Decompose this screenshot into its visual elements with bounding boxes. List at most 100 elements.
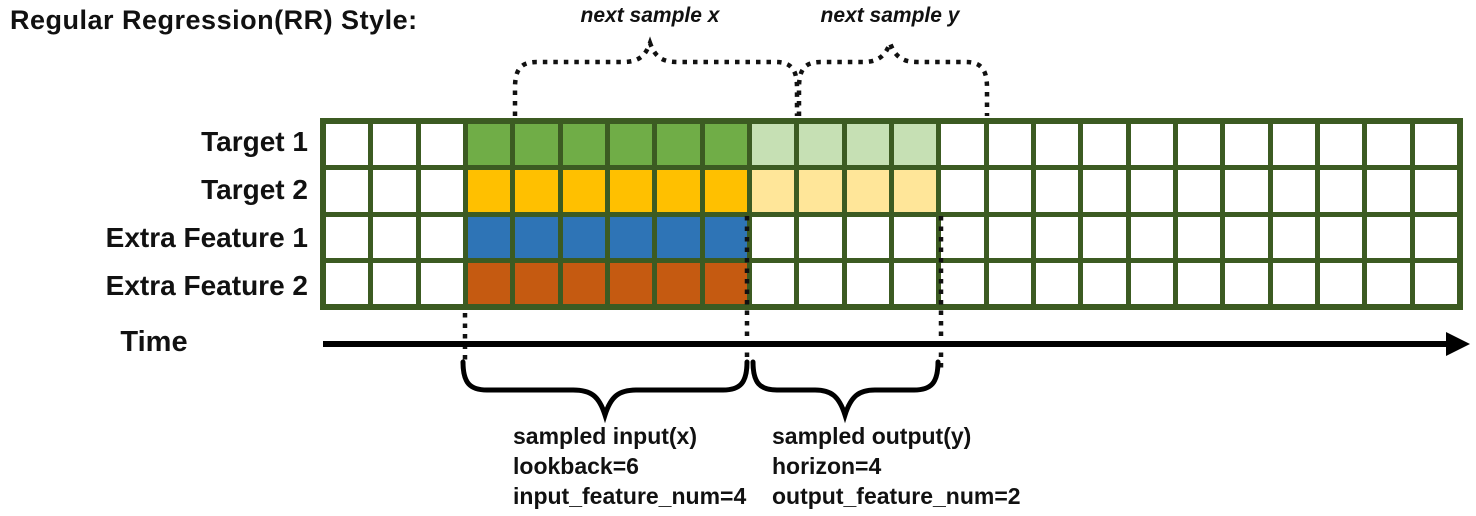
grid-cell: [846, 262, 889, 304]
sampling-grid: [320, 118, 1463, 310]
grid-cell: [846, 170, 889, 212]
grid-cell: [373, 216, 416, 258]
grid-cell: [1414, 216, 1457, 258]
grid-cell: [657, 262, 700, 304]
grid-cell: [1130, 170, 1173, 212]
next-sample-x-brace: [512, 36, 800, 116]
grid-cell: [515, 170, 558, 212]
grid-cell: [373, 170, 416, 212]
grid-cell: [988, 216, 1031, 258]
grid-cell: [704, 262, 747, 304]
grid-cell: [1414, 124, 1457, 166]
sampled-input-brace: [460, 359, 750, 424]
grid-cell: [1035, 262, 1079, 304]
grid-cell: [1177, 170, 1221, 212]
row-label-target-1: Target 1: [201, 126, 308, 157]
grid-cell: [1272, 216, 1315, 258]
grid-cell: [893, 216, 937, 258]
sampled-output-brace: [750, 359, 941, 424]
row-label-extra-feature-2: Extra Feature 2: [105, 270, 308, 301]
grid-cell: [751, 216, 795, 258]
grid-cell: [988, 170, 1031, 212]
grid-cell: [326, 170, 369, 212]
grid-cell: [326, 262, 369, 304]
grid-cell: [326, 124, 369, 166]
grid-cell: [1083, 216, 1126, 258]
grid-cell: [1367, 170, 1410, 212]
next-sample-x-label: next sample x: [580, 4, 720, 27]
sampled-output-title: sampled output(y): [772, 423, 972, 449]
sampled-output-annotation: sampled output(y) horizon=4 output_featu…: [772, 421, 1021, 511]
grid-cell: [420, 216, 463, 258]
grid-cell: [1272, 170, 1315, 212]
grid-cell: [1035, 170, 1079, 212]
grid-cell: [467, 216, 511, 258]
grid-cell: [1319, 216, 1363, 258]
grid-cell: [1177, 124, 1221, 166]
grid-cell: [1367, 262, 1410, 304]
grid-cell: [846, 216, 889, 258]
grid-cell: [1083, 262, 1126, 304]
grid-cell: [657, 124, 700, 166]
grid-cell: [1319, 124, 1363, 166]
grid-cell: [941, 170, 984, 212]
grid-cell: [1035, 124, 1079, 166]
grid-cell: [1225, 170, 1268, 212]
grid-cell: [562, 124, 605, 166]
output-feature-num-value: output_feature_num=2: [772, 483, 1021, 509]
row-label-target-2: Target 2: [201, 174, 308, 205]
lookback-value: lookback=6: [513, 453, 639, 479]
grid-cell: [941, 216, 984, 258]
grid-cell: [420, 262, 463, 304]
grid-cell: [893, 170, 937, 212]
row-label-extra-feature-1: Extra Feature 1: [105, 222, 308, 253]
grid-cell: [1367, 124, 1410, 166]
grid-cell: [515, 262, 558, 304]
grid-cell: [1130, 124, 1173, 166]
grid-cell: [420, 124, 463, 166]
grid-cell: [609, 124, 653, 166]
grid-cell: [799, 124, 842, 166]
sampled-input-annotation: sampled input(x) lookback=6 input_featur…: [513, 421, 746, 511]
grid-cell: [751, 262, 795, 304]
grid-cell: [799, 262, 842, 304]
grid-cell: [467, 262, 511, 304]
grid-cell: [562, 170, 605, 212]
grid-cell: [609, 262, 653, 304]
grid-cell: [1367, 216, 1410, 258]
grid-cell: [609, 216, 653, 258]
grid-cell: [893, 124, 937, 166]
grid-cell: [799, 216, 842, 258]
grid-cell: [846, 124, 889, 166]
sampled-input-title: sampled input(x): [513, 423, 698, 449]
next-sample-y-label: next sample y: [820, 4, 960, 27]
grid-cell: [1272, 262, 1315, 304]
grid-cell: [1177, 262, 1221, 304]
grid-cell: [657, 216, 700, 258]
grid-cell: [988, 124, 1031, 166]
grid-cell: [1177, 216, 1221, 258]
grid-cell: [562, 262, 605, 304]
grid-cell: [1225, 216, 1268, 258]
grid-cell: [1130, 262, 1173, 304]
grid-cell: [1414, 262, 1457, 304]
input-feature-num-value: input_feature_num=4: [513, 483, 747, 509]
grid-cell: [515, 124, 558, 166]
grid-cell: [988, 262, 1031, 304]
grid-cell: [799, 170, 842, 212]
grid-cell: [941, 262, 984, 304]
grid-cell: [751, 170, 795, 212]
grid-cell: [515, 216, 558, 258]
diagram-title: Regular Regression(RR) Style:: [10, 5, 418, 35]
grid-cell: [420, 170, 463, 212]
grid-cell: [704, 216, 747, 258]
grid-cell: [1319, 262, 1363, 304]
time-axis-arrowhead: [1446, 332, 1470, 356]
grid-cell: [657, 170, 700, 212]
grid-cell: [373, 124, 416, 166]
next-sample-y-brace: [796, 36, 990, 116]
grid-cell: [1225, 124, 1268, 166]
time-axis-label: Time: [120, 326, 188, 358]
grid-cell: [326, 216, 369, 258]
grid-cell: [467, 170, 511, 212]
